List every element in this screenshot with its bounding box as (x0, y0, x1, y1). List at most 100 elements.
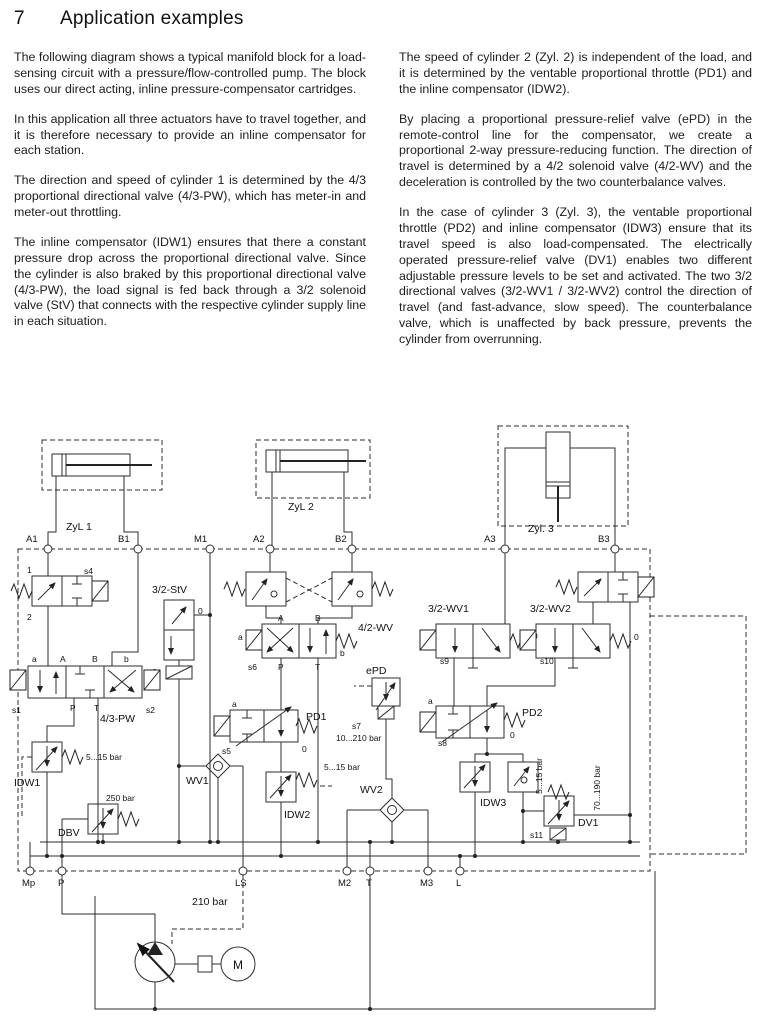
valve-2-2-b3 (555, 571, 655, 624)
label-s1: s1 (12, 705, 21, 715)
port-label-m3: M3 (420, 878, 433, 889)
valve-3-2-stv (163, 599, 210, 842)
text-column-left: The following diagram shows a typical ma… (14, 50, 366, 344)
valve-3-2-wv1 (419, 623, 532, 706)
label-s11: s11 (530, 830, 543, 840)
junction-dots (45, 613, 632, 1011)
valve-4-3-pw (9, 665, 161, 842)
label-bar-epd: 10...210 bar (336, 733, 382, 743)
paragraph: The speed of cylinder 2 (Zyl. 2) is inde… (399, 50, 752, 96)
section-number: 7 (14, 8, 25, 29)
label-pw-b: b (124, 654, 129, 664)
hydraulic-schematic: ZyL 1 ZyL 2 Zyl. 3 (9, 425, 747, 1011)
label-pw-A: A (60, 654, 66, 664)
label-pw-T: T (94, 703, 99, 713)
label-pw-a: a (32, 654, 37, 664)
port-label-b1: B1 (118, 534, 130, 545)
label-s2: s2 (146, 705, 155, 715)
label-pd1-0: 0 (302, 744, 307, 754)
label-wv42-P: P (278, 662, 284, 672)
cylinder-1-symbol (41, 439, 163, 549)
counterbalance-zyl3 (507, 761, 544, 842)
port-label-t: T (366, 878, 372, 889)
pump-and-motor (61, 871, 656, 1010)
cylinder-2-symbol (255, 439, 371, 549)
label-wv42-T: T (315, 662, 320, 672)
label-s5: s5 (222, 746, 231, 756)
throttle-pd1 (213, 706, 318, 772)
label-pd2-a: a (428, 696, 433, 706)
port-label-b3: B3 (598, 534, 610, 545)
paragraph: The following diagram shows a typical ma… (14, 50, 366, 96)
port-label-a3: A3 (484, 534, 496, 545)
label-wv1: WV1 (186, 775, 209, 787)
label-s6: s6 (248, 662, 257, 672)
label-idw2: IDW2 (284, 809, 310, 821)
port-label-m1: M1 (194, 534, 207, 545)
label-bar-dv1: 70...190 bar (592, 765, 602, 811)
label-dv1: DV1 (578, 817, 599, 829)
label-idw1: IDW1 (14, 777, 40, 789)
connection-lines (29, 549, 640, 871)
label-dbv: DBV (58, 827, 80, 839)
label-wv42-B: B (315, 613, 321, 623)
label-bar-pump: 210 bar (192, 896, 228, 908)
label-v1-1: 1 (27, 565, 32, 575)
cylinder-3-symbol (497, 425, 629, 549)
text-column-right: The speed of cylinder 2 (Zyl. 2) is inde… (399, 50, 752, 362)
label-stv: 3/2-StV (152, 584, 187, 596)
label-pd1: PD1 (306, 711, 327, 723)
label-bar-idw2: 5...15 bar (324, 762, 360, 772)
port-label-l: L (456, 878, 461, 889)
port-label-m2: M2 (338, 878, 351, 889)
label-pd1-a: a (232, 699, 237, 709)
label-zyl3: Zyl. 3 (528, 523, 554, 535)
compensator-idw2 (265, 771, 332, 856)
throttle-pd2 (419, 702, 526, 762)
valve-4-2-wv (245, 623, 358, 842)
label-bar-dbv: 250 bar (106, 793, 135, 803)
port-label-b2: B2 (335, 534, 347, 545)
label-pd2: PD2 (522, 707, 543, 719)
label-s10: s10 (540, 656, 554, 666)
label-wv42: 4/2-WV (358, 622, 393, 634)
label-s9: s9 (440, 656, 449, 666)
valve-3-2-wv2 (486, 623, 632, 706)
counterbalance-valves-zyl2 (223, 571, 394, 624)
page-title: Application examples (60, 8, 244, 29)
label-wv232-0: 0 (634, 632, 639, 642)
paragraph: The inline compensator (IDW1) ensures th… (14, 234, 366, 329)
label-idw3: IDW3 (480, 797, 506, 809)
port-label-a2: A2 (253, 534, 265, 545)
port-label-p: P (58, 878, 64, 889)
port-label-a1: A1 (26, 534, 38, 545)
label-bar-idw3: 5...15 bar (534, 758, 544, 794)
relief-dbv (62, 803, 140, 842)
paragraph: The direction and speed of cylinder 1 is… (14, 173, 366, 219)
paragraph: In the case of cylinder 3 (Zyl. 3), the … (399, 205, 752, 346)
label-epd: ePD (366, 665, 387, 677)
label-pw-P: P (70, 703, 76, 713)
label-s7: s7 (352, 721, 361, 731)
paragraph: In this application all three actuators … (14, 111, 366, 158)
valve-2-2-s4 (10, 575, 109, 666)
shuttle-wv1 (179, 753, 243, 842)
label-pd2-0: 0 (510, 730, 515, 740)
relief-epd (354, 677, 401, 798)
relief-dv1 (543, 784, 630, 842)
motor-circle (220, 946, 256, 982)
compensator-idw1 (21, 741, 84, 856)
port-circles (25, 544, 620, 876)
label-zyl2: ZyL 2 (288, 501, 314, 513)
label-wv42-a: a (238, 632, 243, 642)
shuttle-wv2 (347, 797, 428, 842)
label-s8: s8 (438, 738, 447, 748)
paragraph: By placing a proportional pressure-relie… (399, 111, 752, 190)
label-pw43: 4/3-PW (100, 713, 135, 725)
label-v1-2: 2 (27, 612, 32, 622)
manifold-boundary (17, 548, 747, 872)
section-heading: 7 Application examples (14, 8, 244, 30)
label-s4: s4 (84, 566, 93, 576)
compensator-idw3 (459, 761, 491, 856)
